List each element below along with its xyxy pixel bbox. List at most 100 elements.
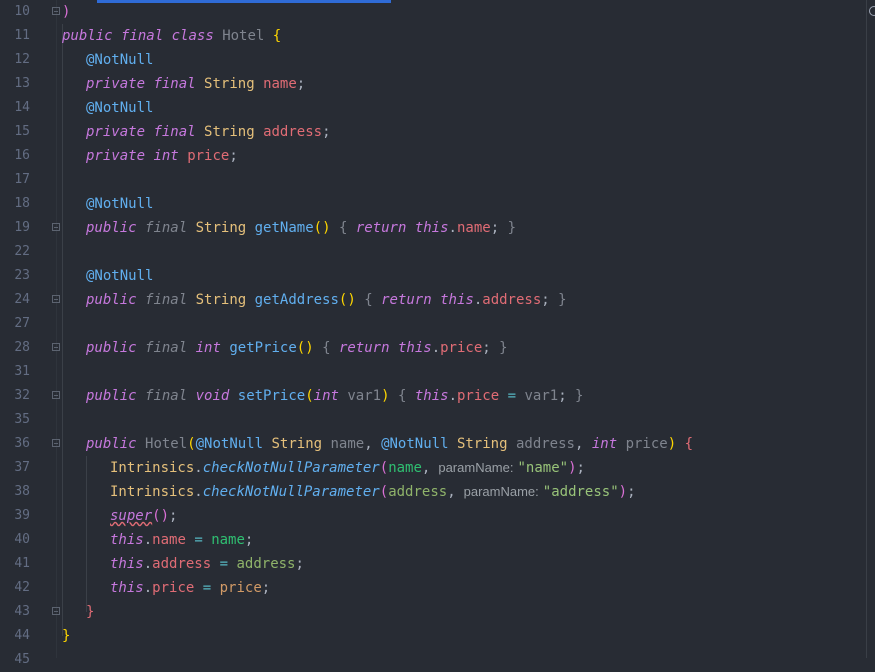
code-token: "address" [542, 484, 619, 500]
code-token: return [355, 220, 407, 236]
code-line-12[interactable]: 12 @NotNull [0, 48, 866, 72]
code-line-35[interactable]: 35 [0, 408, 866, 432]
code-token: final [145, 220, 188, 236]
code-line-10[interactable]: 10 ) [0, 0, 866, 24]
parameter-hint: paramName: [463, 484, 539, 499]
code-line-15[interactable]: 15 private final String address; [0, 120, 866, 144]
code-token: name [263, 76, 297, 92]
code-token: public [86, 388, 137, 404]
code-line-17[interactable]: 17 [0, 168, 866, 192]
code-token: name [388, 460, 422, 476]
code-token: price [219, 580, 262, 596]
line-number: 31 [14, 364, 30, 379]
code-token: final [121, 28, 164, 44]
code-line-28[interactable]: 28 public final int getPrice() { return … [0, 336, 866, 360]
line-number: 17 [14, 172, 30, 187]
code-line-19[interactable]: 19 public final String getName() { retur… [0, 216, 866, 240]
indent-guide [62, 24, 63, 636]
code-token: var1 [524, 388, 559, 404]
code-token: this [414, 388, 449, 404]
code-token: } [86, 604, 95, 620]
code-token: this [397, 340, 432, 356]
status-icon[interactable] [869, 6, 875, 16]
line-number: 27 [14, 316, 30, 331]
code-line-41[interactable]: 41 this.address = address; [0, 552, 866, 576]
code-line-11[interactable]: 11 public final class Hotel { [0, 24, 866, 48]
code-line-40[interactable]: 40 this.name = name; [0, 528, 866, 552]
code-token: @NotNull [195, 436, 264, 452]
code-token: price [440, 340, 483, 356]
fold-icon[interactable] [52, 607, 60, 615]
code-line-42[interactable]: 42 this.price = price; [0, 576, 866, 600]
line-number: 43 [14, 604, 30, 619]
line-number: 18 [14, 196, 30, 211]
selection-indicator [97, 0, 391, 3]
code-token: address [515, 436, 575, 452]
line-number: 35 [14, 412, 30, 427]
code-line-39[interactable]: 39 super(); [0, 504, 866, 528]
code-line-27[interactable]: 27 [0, 312, 866, 336]
code-token: private [86, 148, 146, 164]
code-line-45[interactable]: 45 [0, 648, 866, 672]
code-token: public [62, 28, 113, 44]
fold-icon[interactable] [52, 223, 60, 231]
code-token: ) [62, 4, 71, 20]
code-token: String [456, 436, 508, 452]
code-token: private [86, 76, 146, 92]
code-token: String [271, 436, 323, 452]
code-line-43[interactable]: 43 } [0, 600, 866, 624]
code-token: final [145, 388, 188, 404]
code-line-44[interactable]: 44 } [0, 624, 866, 648]
line-number: 11 [14, 28, 30, 43]
code-token: price [152, 580, 195, 596]
code-line-31[interactable]: 31 [0, 360, 866, 384]
code-token: address [263, 124, 323, 140]
code-token: String [204, 124, 255, 140]
code-token: String [195, 292, 247, 308]
code-line-16[interactable]: 16 private int price; [0, 144, 866, 168]
code-token: name [152, 532, 186, 548]
fold-icon[interactable] [52, 343, 60, 351]
code-token: public [86, 220, 137, 236]
fold-icon[interactable] [52, 439, 60, 447]
code-token: int [195, 340, 221, 356]
code-token: setPrice [237, 388, 306, 404]
code-line-32[interactable]: 32 public final void setPrice(int var1) … [0, 384, 866, 408]
code-line-14[interactable]: 14 @NotNull [0, 96, 866, 120]
code-token: getName [254, 220, 314, 236]
fold-icon[interactable] [52, 391, 60, 399]
code-token: @NotNull [86, 268, 154, 284]
code-token: getPrice [229, 340, 297, 356]
code-line-18[interactable]: 18 @NotNull [0, 192, 866, 216]
line-number: 44 [14, 628, 30, 643]
code-token: void [195, 388, 230, 404]
code-token: public [86, 292, 137, 308]
code-line-23[interactable]: 23 @NotNull [0, 264, 866, 288]
code-token: } [62, 628, 71, 644]
code-line-24[interactable]: 24 public final String getAddress() { re… [0, 288, 866, 312]
code-token: this [110, 580, 144, 596]
code-token: return [338, 340, 390, 356]
fold-icon[interactable] [52, 7, 60, 15]
code-token: ; [296, 76, 306, 92]
code-token: int [153, 148, 179, 164]
code-token: price [457, 388, 500, 404]
code-token: final [145, 292, 188, 308]
code-line-37[interactable]: 37 Intrinsics.checkNotNullParameter(name… [0, 456, 866, 480]
code-token: Intrinsics [110, 484, 195, 500]
code-line-36[interactable]: 36 public Hotel(@NotNull String name, @N… [0, 432, 866, 456]
line-number: 13 [14, 76, 30, 91]
code-token: price [187, 148, 230, 164]
code-token: getAddress [254, 292, 339, 308]
fold-icon[interactable] [52, 295, 60, 303]
code-token: String [195, 220, 247, 236]
code-token: address [236, 556, 296, 572]
line-number: 36 [14, 436, 30, 451]
code-token: @NotNull [381, 436, 449, 452]
code-line-22[interactable]: 22 [0, 240, 866, 264]
code-line-38[interactable]: 38 Intrinsics.checkNotNullParameter(addr… [0, 480, 866, 504]
code-token: Hotel [145, 436, 188, 452]
line-number: 28 [14, 340, 30, 355]
line-number: 42 [14, 580, 30, 595]
code-line-13[interactable]: 13 private final String name; [0, 72, 866, 96]
